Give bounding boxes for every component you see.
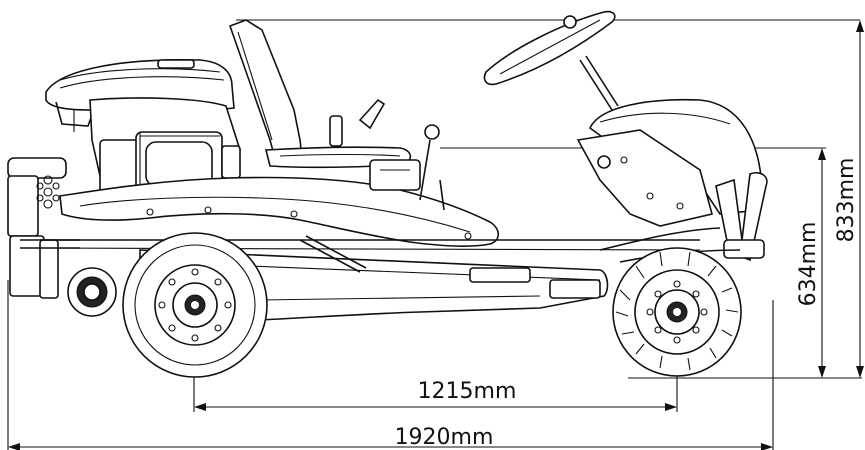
wheelbase-label: 1215mm <box>418 379 517 404</box>
overall-length-label: 1920mm <box>395 425 494 450</box>
rear-bumper <box>715 171 768 262</box>
small-wheel <box>612 247 742 377</box>
steering-column <box>483 10 619 111</box>
overall-height-arrow-top <box>856 20 864 32</box>
seat-height-label: 634mm <box>796 222 821 307</box>
big-wheel <box>122 232 268 378</box>
wheelbase-arrow-left <box>194 403 206 411</box>
body-panel <box>59 176 500 247</box>
overall-height-label: 833mm <box>834 158 859 243</box>
seat <box>228 19 412 169</box>
front-bumper <box>7 157 80 299</box>
seat-height-arrow-bottom <box>818 366 826 378</box>
length-arrow-right <box>761 443 773 450</box>
front-pulley <box>67 267 117 317</box>
length-arrow-left <box>8 443 20 450</box>
seat-height-arrow-top <box>818 148 826 160</box>
overall-height-arrow-bottom <box>856 366 864 378</box>
wheelbase-arrow-right <box>665 403 677 411</box>
tractor-body <box>7 10 768 378</box>
control-levers <box>369 124 445 211</box>
